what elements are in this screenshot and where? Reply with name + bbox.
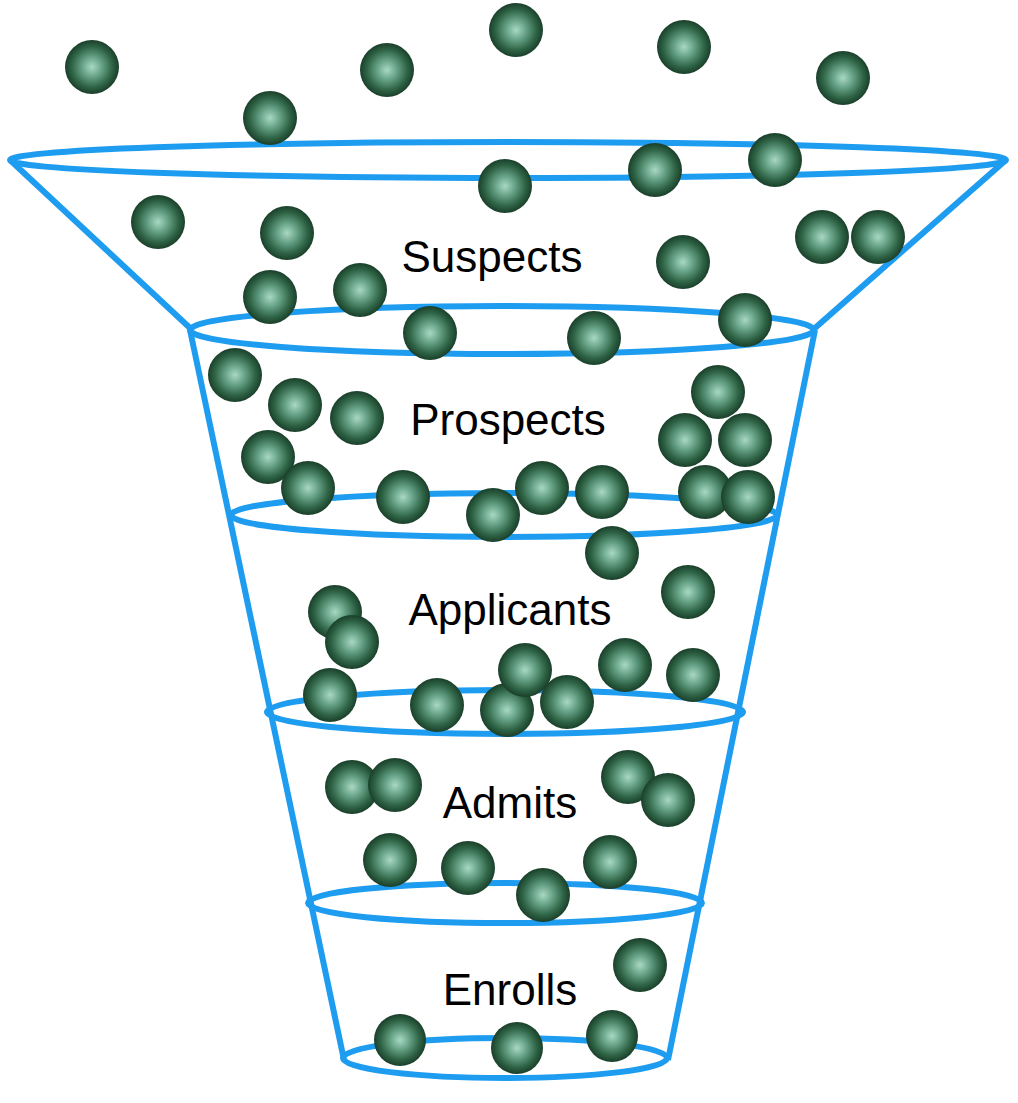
stage-label: Admits	[443, 778, 577, 829]
funnel-outline	[10, 142, 1006, 1078]
stage-label: Applicants	[408, 585, 611, 636]
stage-label: Enrolls	[443, 965, 578, 1016]
stage-label: Prospects	[410, 395, 606, 446]
funnel-band: Suspects	[362, 225, 622, 289]
funnel-band: Prospects	[373, 388, 643, 452]
funnel-band: Enrolls	[410, 960, 610, 1021]
stage-label: Suspects	[402, 232, 583, 283]
funnel-band: Applicants	[370, 578, 650, 642]
student-balls	[65, 3, 905, 1074]
funnel-band: Admits	[410, 771, 610, 835]
